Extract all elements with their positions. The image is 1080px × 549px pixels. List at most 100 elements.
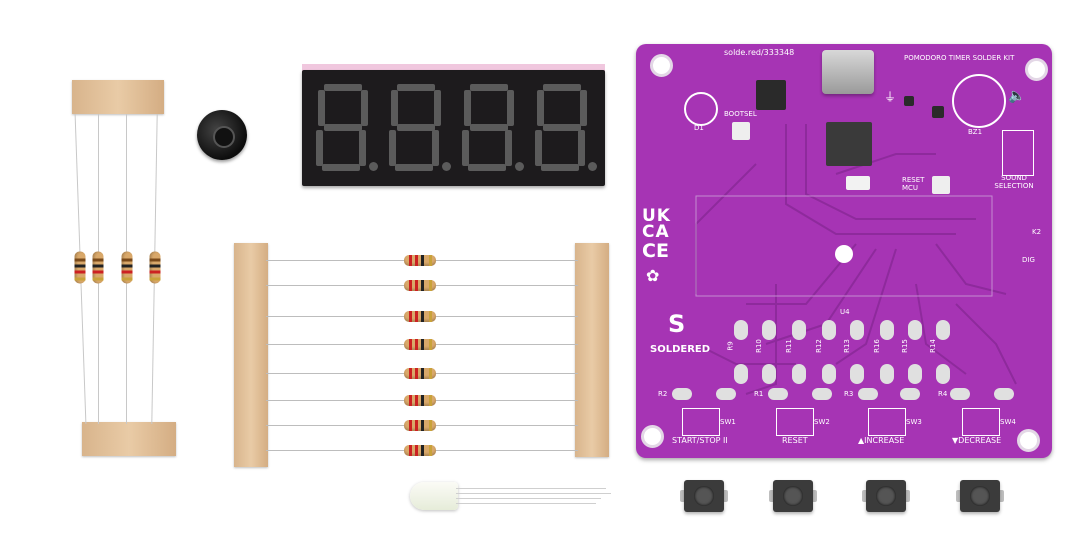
resistor-pad [936,364,950,384]
led-lead [456,488,606,489]
resistor-vertical [74,251,86,284]
switch-footprint-sw3 [868,408,906,436]
mounting-hole [650,54,673,77]
tactile-button [956,480,1004,512]
chip-left [756,80,786,110]
resistor-pad [950,388,970,400]
resistor-horizontal [404,395,436,406]
resistor-pad [850,364,864,384]
resistor-horizontal [404,445,436,456]
crystal [846,176,870,190]
recycle-icon: ✿ [646,266,660,285]
resistor-horizontal [404,420,436,431]
label-d1: D1 [694,124,704,132]
label-r1: R1 [754,390,764,398]
tactile-button [769,480,817,512]
label-sound-selection: SOUND SELECTION [994,174,1034,190]
tape-bottom-left [82,422,176,456]
resistor-pad [822,364,836,384]
resistor-pad [812,388,832,400]
label-bootsel: BOOTSEL [724,110,757,118]
resistor-pad [880,364,894,384]
resistor-horizontal [404,339,436,350]
usb-icon: ⏚ [884,90,897,104]
resistor-pad [850,320,864,340]
resistor-pad [880,320,894,340]
label-dig: DIG [1022,256,1035,264]
led-lead [456,498,601,499]
pcb-url-text: solde.red/333348 [724,48,795,57]
resistor-label: R12 [814,339,823,353]
switch-footprint-sw4 [962,408,1000,436]
resistor-label: R11 [784,339,793,353]
resistor-pad [908,364,922,384]
soldered-logo-icon: S [668,310,686,338]
mounting-hole [1025,58,1048,81]
seven-segment-display [302,70,605,186]
button-label-reset: RESET [782,436,808,445]
mounting-hole [641,425,664,448]
mounting-hole [1017,429,1040,452]
tactile-button [680,480,728,512]
resistor-pad [858,388,878,400]
smd-right [904,96,914,106]
label-sw3: SW3 [906,418,922,426]
ukca-mark-bottom: CA [642,222,670,242]
resistor-horizontal [404,255,436,266]
label-sw2: SW2 [814,418,830,426]
brand-text: SOLDERED [650,344,711,355]
resistor-label: R14 [928,339,937,353]
switch-footprint-sw2 [776,408,814,436]
resistor-pad [792,364,806,384]
label-u4: U4 [840,308,850,316]
resistor-pad [994,388,1014,400]
pcb-board: solde.red/333348 POMODORO TIMER SOLDER K… [636,44,1052,458]
resistor-pad [672,388,692,400]
button-label-decrease: ▼DECREASE [952,436,1002,445]
resistor-pad [716,388,736,400]
switch-footprint-sw1 [682,408,720,436]
resistor-pad [908,320,922,340]
mcu-chip [826,122,872,166]
tape-top-left [72,80,164,114]
resistor-horizontal [404,280,436,291]
resistor-pad [822,320,836,340]
buzzer-footprint [952,74,1006,128]
resistor-pad [762,320,776,340]
resistor-pad [900,388,920,400]
tactile-button [862,480,910,512]
resistor-vertical [92,251,104,284]
resistor-vertical [149,251,161,284]
button-label-increase: ▲INCREASE [858,436,905,445]
label-reset-mcu: RESET MCU [902,176,925,192]
resistor-vertical [121,251,133,284]
resistor-pad [792,320,806,340]
led-lead [456,493,611,494]
speaker-icon: 🔈 [1008,88,1026,104]
pcb-traces [695,124,1017,395]
label-r4: R4 [938,390,948,398]
resistor-pad [734,320,748,340]
tape-left-strip [234,243,268,467]
resistor-label: R13 [842,339,851,353]
usb-c-connector [822,50,874,94]
rgb-led [410,482,458,510]
buzzer-component [197,110,247,160]
resistor-pad [768,388,788,400]
label-k2: K2 [1032,228,1042,236]
label-r3: R3 [844,390,854,398]
ce-mark: CE [642,240,669,262]
resistor-label: R15 [900,339,909,353]
resistor-horizontal [404,368,436,379]
label-sw4: SW4 [1000,418,1016,426]
display-header-strip [302,64,605,72]
resistor-pad [936,320,950,340]
resistor-label: R10 [754,339,763,353]
label-bz1: BZ1 [968,128,983,136]
resistor-pad [762,364,776,384]
resistor-label: R9 [726,341,735,351]
led-lead [456,503,596,504]
button-label-start-stop: START/STOP II [672,436,728,445]
bootsel-switch [732,122,750,140]
pcb-kit-title: POMODORO TIMER SOLDER KIT [904,54,1015,62]
